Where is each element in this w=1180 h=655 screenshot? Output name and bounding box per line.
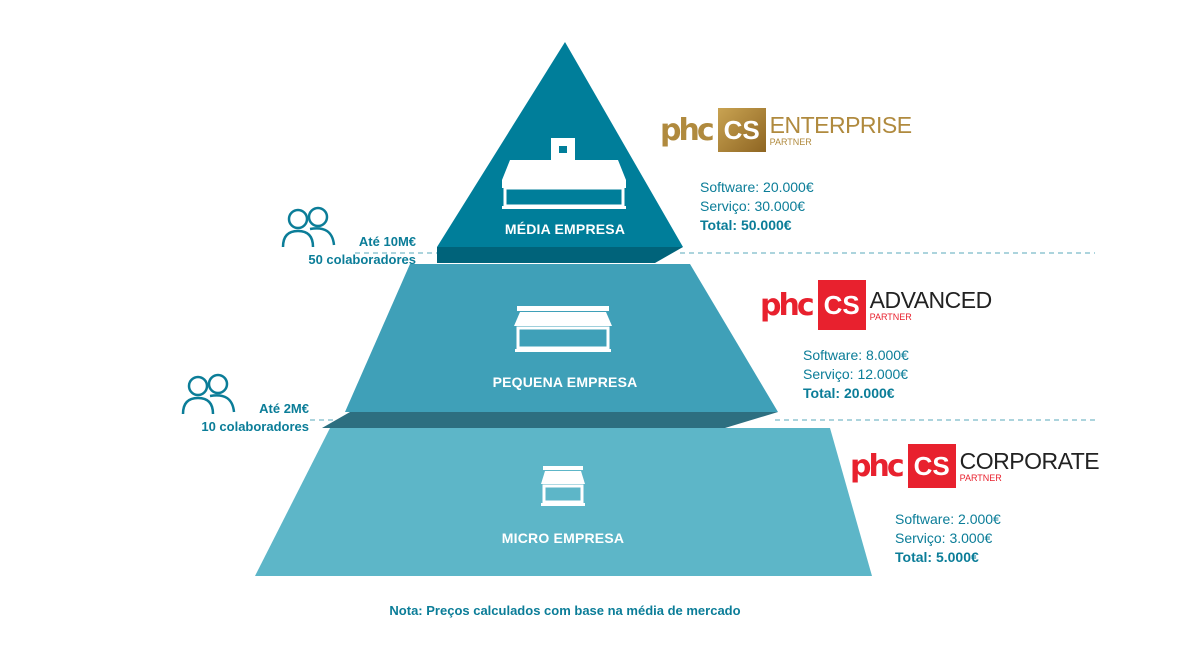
total-price: Total: 50.000€ — [700, 217, 792, 233]
level-label-media: MÉDIA EMPRESA — [504, 221, 626, 237]
tier-shadow — [437, 247, 683, 263]
level-label-pequena: PEQUENA EMPRESA — [492, 374, 638, 390]
edition-name: CORPORATE — [959, 448, 1100, 474]
revenue-threshold: Até 10M€ — [358, 234, 416, 249]
software-price: Software: 2.000€ — [895, 511, 1001, 527]
revenue-threshold: Até 2M€ — [259, 401, 309, 416]
threshold-pequena: Até 2M€ 10 colaboradores — [201, 400, 309, 436]
edition-name: ADVANCED — [869, 287, 993, 313]
people-icon — [281, 206, 336, 248]
tier-shadow — [322, 412, 778, 428]
cs-badge: CS — [907, 444, 956, 488]
micro-store-icon — [541, 466, 585, 506]
partner-label: PARTNER — [959, 473, 1002, 483]
service-price: Serviço: 12.000€ — [803, 366, 909, 382]
phc-wordmark: phc — [760, 287, 815, 323]
price-advanced: Software: 8.000€ Serviço: 12.000€ Total:… — [803, 346, 909, 403]
cs-badge: CS — [817, 280, 866, 330]
people-icon — [181, 373, 236, 415]
partner-label: PARTNER — [869, 312, 912, 322]
price-corporate: Software: 2.000€ Serviço: 3.000€ Total: … — [895, 510, 1001, 567]
total-price: Total: 5.000€ — [895, 549, 979, 565]
software-price: Software: 20.000€ — [700, 179, 814, 195]
edition-name: ENTERPRISE — [769, 112, 912, 138]
partner-label: PARTNER — [769, 137, 812, 147]
threshold-media: Até 10M€ 50 colaboradores — [308, 233, 416, 269]
cs-badge: CS — [717, 108, 766, 152]
price-enterprise: Software: 20.000€ Serviço: 30.000€ Total… — [700, 178, 814, 235]
small-store-icon — [514, 306, 612, 352]
software-price: Software: 8.000€ — [803, 347, 909, 363]
service-price: Serviço: 3.000€ — [895, 530, 993, 546]
phc-wordmark: phc — [850, 448, 905, 484]
total-price: Total: 20.000€ — [803, 385, 895, 401]
staff-threshold: 50 colaboradores — [308, 252, 416, 267]
large-store-icon — [502, 138, 626, 209]
pyramid-middle-tier — [345, 264, 778, 412]
service-price: Serviço: 30.000€ — [700, 198, 806, 214]
footnote: Nota: Preços calculados com base na médi… — [389, 603, 741, 618]
staff-threshold: 10 colaboradores — [201, 419, 309, 434]
level-label-micro: MICRO EMPRESA — [501, 530, 625, 546]
phc-wordmark: phc — [660, 112, 715, 148]
